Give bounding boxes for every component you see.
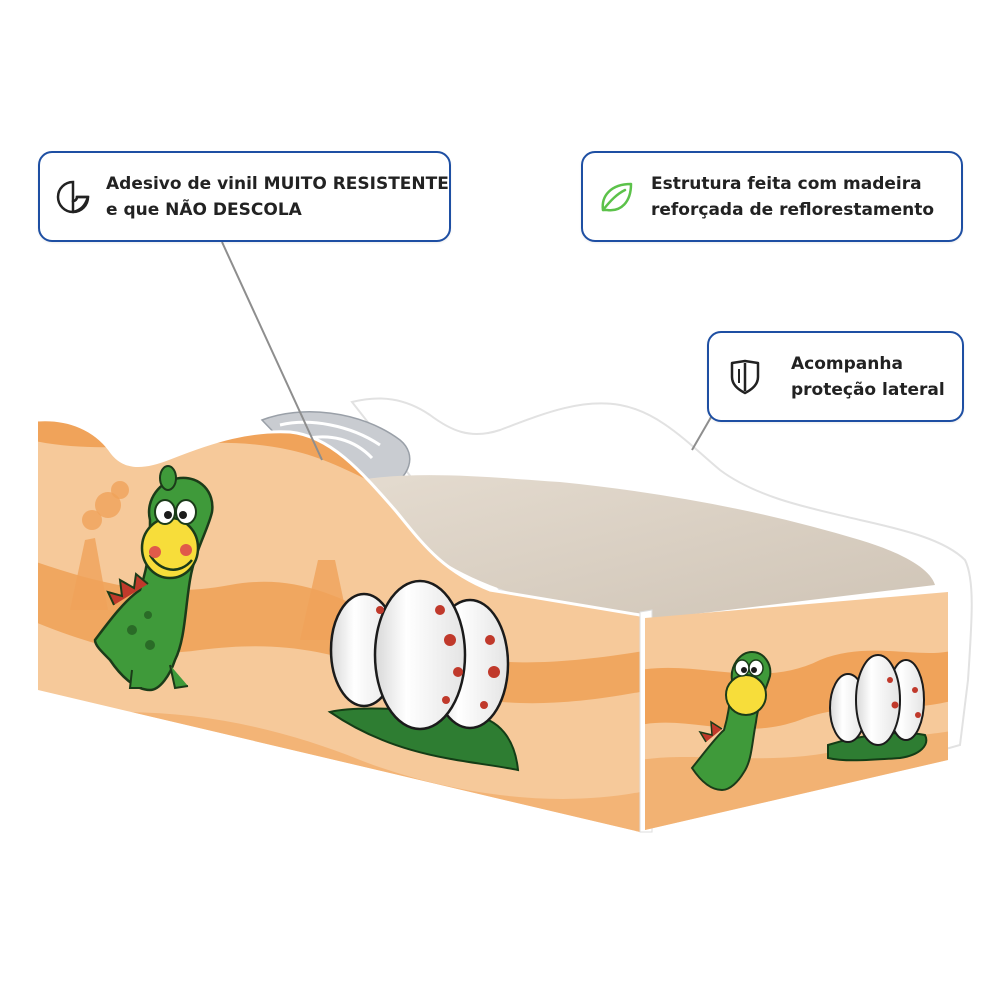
side-rail-callout: Acompanha proteção lateral <box>707 331 964 422</box>
wood-callout-text: Estrutura feita com madeira reforçada de… <box>651 171 934 223</box>
mattress <box>360 475 935 620</box>
vinyl-sticker-callout: Adesivo de vinil MUITO RESISTENTE e que … <box>38 151 451 242</box>
vinyl-callout-line2: e que NÃO DESCOLA <box>106 199 302 220</box>
shield-icon <box>727 359 763 395</box>
wood-structure-callout: Estrutura feita com madeira reforçada de… <box>581 151 963 242</box>
sticker-icon <box>54 178 92 216</box>
rail-callout-line2: proteção lateral <box>791 379 945 400</box>
rail-leader-line <box>691 411 715 451</box>
vinyl-leader-line <box>221 241 323 461</box>
rail-callout-text: Acompanha proteção lateral <box>791 351 945 403</box>
wood-callout-line2: reforçada de reflorestamento <box>651 199 935 220</box>
dinosaur-illustration <box>93 465 214 692</box>
eggs-illustration <box>327 579 520 772</box>
leaf-icon <box>597 178 635 216</box>
wood-callout-line1: Estrutura feita com madeira <box>651 173 922 194</box>
small-eggs-illustration <box>827 654 928 762</box>
vinyl-callout-text: Adesivo de vinil MUITO RESISTENTE e que … <box>106 171 449 223</box>
vinyl-callout-line1: Adesivo de vinil MUITO RESISTENTE <box>106 173 449 194</box>
small-dinosaur-illustration <box>690 650 772 792</box>
rail-callout-line1: Acompanha <box>791 353 903 374</box>
